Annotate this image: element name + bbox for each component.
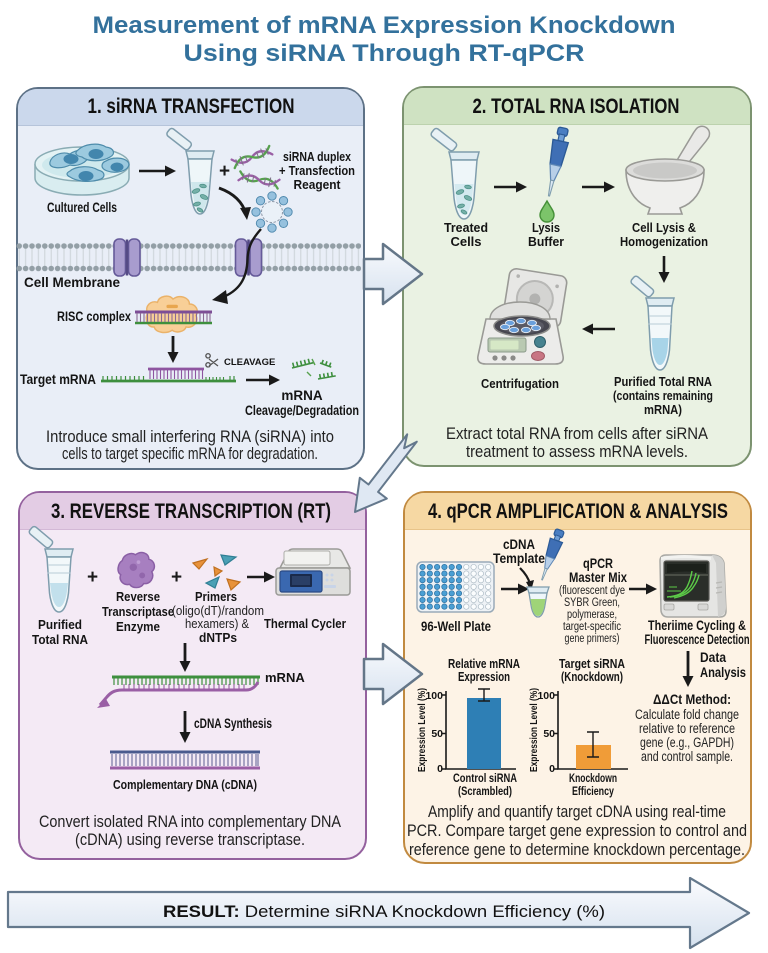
svg-text:Analysis: Analysis bbox=[700, 665, 746, 680]
svg-text:+ Transfection: + Transfection bbox=[279, 163, 355, 178]
svg-text:Convert isolated RNA into comp: Convert isolated RNA into complementary … bbox=[39, 812, 342, 831]
svg-text:Treated: Treated bbox=[444, 220, 488, 235]
svg-text:dNTPs: dNTPs bbox=[199, 630, 237, 645]
svg-text:(contains remaining: (contains remaining bbox=[613, 388, 713, 403]
svg-text:hexamers) &: hexamers) & bbox=[185, 617, 250, 631]
svg-text:Target mRNA: Target mRNA bbox=[20, 372, 96, 387]
svg-text:reference gene to determine kn: reference gene to determine knockdown pe… bbox=[409, 840, 745, 859]
svg-text:Enzyme: Enzyme bbox=[116, 619, 160, 634]
svg-text:PCR. Compare target gene expre: PCR. Compare target gene expression to c… bbox=[407, 821, 747, 840]
svg-text:gene primers): gene primers) bbox=[565, 633, 620, 645]
svg-text:Template: Template bbox=[493, 551, 545, 566]
svg-text:treatment to assess mRNA level: treatment to assess mRNA levels. bbox=[466, 442, 688, 461]
svg-text:Relative mRNA: Relative mRNA bbox=[448, 656, 520, 671]
svg-text:+: + bbox=[87, 567, 98, 588]
svg-text:96-Well Plate: 96-Well Plate bbox=[421, 619, 491, 634]
svg-text:100: 100 bbox=[425, 690, 443, 702]
svg-text:Transcriptase: Transcriptase bbox=[102, 604, 174, 619]
svg-text:Fluorescence Detection: Fluorescence Detection bbox=[645, 632, 750, 647]
svg-text:1. siRNA TRANSFECTION: 1. siRNA TRANSFECTION bbox=[88, 95, 295, 118]
svg-text:50: 50 bbox=[431, 728, 443, 740]
svg-text:relative to reference: relative to reference bbox=[639, 721, 735, 736]
svg-text:Expression Level (%): Expression Level (%) bbox=[417, 688, 428, 772]
svg-text:(Scrambled): (Scrambled) bbox=[458, 784, 512, 798]
svg-text:cells to target specific mRNA: cells to target specific mRNA for degrad… bbox=[62, 444, 318, 463]
svg-text:(Knockdown): (Knockdown) bbox=[561, 669, 623, 684]
svg-text:qPCR: qPCR bbox=[583, 556, 613, 571]
svg-text:Expression Level (%): Expression Level (%) bbox=[529, 688, 540, 772]
svg-text:0: 0 bbox=[549, 763, 555, 775]
svg-text:0: 0 bbox=[437, 763, 443, 775]
svg-text:Theriime Cycling &: Theriime Cycling & bbox=[648, 618, 746, 633]
svg-text:Reverse: Reverse bbox=[116, 589, 160, 604]
svg-text:Complementary DNA (cDNA): Complementary DNA (cDNA) bbox=[113, 777, 257, 792]
svg-text:RESULT: Determine siRNA Knockd: RESULT: Determine siRNA Knockdown Effici… bbox=[163, 902, 605, 921]
svg-text:100: 100 bbox=[537, 690, 555, 702]
svg-text:Calculate fold change: Calculate fold change bbox=[635, 707, 739, 722]
svg-text:and control sample.: and control sample. bbox=[641, 749, 733, 764]
svg-text:siRNA duplex: siRNA duplex bbox=[283, 149, 352, 164]
svg-text:Target siRNA: Target siRNA bbox=[559, 656, 625, 671]
svg-text:Data: Data bbox=[700, 650, 726, 665]
svg-text:Knockdown: Knockdown bbox=[569, 771, 617, 785]
svg-text:Homogenization: Homogenization bbox=[620, 234, 708, 249]
svg-text:(oligo(dT)/random: (oligo(dT)/random bbox=[172, 604, 264, 618]
svg-text:Buffer: Buffer bbox=[528, 234, 564, 249]
svg-text:Extract total RNA from cells a: Extract total RNA from cells after siRNA bbox=[446, 424, 709, 443]
svg-text:RISC complex: RISC complex bbox=[57, 309, 131, 324]
svg-text:3. REVERSE TRANSCRIPTION (RT): 3. REVERSE TRANSCRIPTION (RT) bbox=[51, 500, 331, 523]
svg-text:Purified: Purified bbox=[38, 617, 82, 632]
svg-text:4. qPCR AMPLIFICATION & ANALYS: 4. qPCR AMPLIFICATION & ANALYSIS bbox=[428, 500, 728, 523]
svg-text:Measurement of mRNA Expression: Measurement of mRNA Expression Knockdown bbox=[93, 12, 676, 39]
svg-text:Expression: Expression bbox=[458, 669, 510, 684]
svg-text:Introduce small interfering RN: Introduce small interfering RNA (siRNA) … bbox=[46, 427, 334, 446]
svg-text:Cell Lysis &: Cell Lysis & bbox=[632, 220, 696, 235]
svg-text:Cells: Cells bbox=[450, 234, 481, 249]
svg-text:Purified Total RNA: Purified Total RNA bbox=[614, 374, 713, 389]
svg-text:Cleavage/Degradation: Cleavage/Degradation bbox=[245, 403, 359, 418]
svg-text:ΔΔCt Method:: ΔΔCt Method: bbox=[653, 692, 731, 707]
svg-text:Primers: Primers bbox=[195, 589, 237, 604]
svg-text:cDNA Synthesis: cDNA Synthesis bbox=[194, 716, 272, 731]
svg-text:CLEAVAGE: CLEAVAGE bbox=[224, 357, 275, 368]
svg-text:Efficiency: Efficiency bbox=[572, 784, 614, 798]
svg-text:(fluorescent dye: (fluorescent dye bbox=[559, 585, 625, 597]
svg-text:50: 50 bbox=[543, 728, 555, 740]
svg-text:Reagent: Reagent bbox=[294, 177, 342, 192]
svg-text:(cDNA) using reverse transcrip: (cDNA) using reverse transcriptase. bbox=[75, 830, 305, 849]
svg-text:Control siRNA: Control siRNA bbox=[453, 771, 517, 785]
svg-text:Master Mix: Master Mix bbox=[569, 570, 627, 585]
svg-text:Centrifugation: Centrifugation bbox=[481, 376, 559, 391]
svg-text:Lysis: Lysis bbox=[532, 220, 560, 235]
svg-text:Cultured Cells: Cultured Cells bbox=[47, 200, 117, 215]
svg-text:+: + bbox=[219, 161, 230, 182]
svg-text:mRNA): mRNA) bbox=[644, 402, 682, 417]
svg-text:Cell Membrane: Cell Membrane bbox=[24, 275, 121, 290]
svg-text:2. TOTAL RNA ISOLATION: 2. TOTAL RNA ISOLATION bbox=[473, 95, 680, 118]
svg-text:SYBR Green,: SYBR Green, bbox=[564, 597, 620, 609]
svg-text:mRNA: mRNA bbox=[281, 388, 323, 403]
svg-text:Amplify and quantify target cD: Amplify and quantify target cDNA using r… bbox=[428, 802, 726, 821]
svg-text:+: + bbox=[171, 567, 182, 588]
svg-text:gene (e.g., GAPDH): gene (e.g., GAPDH) bbox=[640, 735, 734, 750]
svg-text:Thermal Cycler: Thermal Cycler bbox=[264, 616, 346, 631]
svg-text:target-specific: target-specific bbox=[563, 621, 621, 633]
svg-text:Using siRNA Through RT-qPCR: Using siRNA Through RT-qPCR bbox=[184, 40, 585, 67]
svg-text:mRNA: mRNA bbox=[265, 670, 305, 685]
svg-text:Total RNA: Total RNA bbox=[32, 632, 89, 647]
svg-text:cDNA: cDNA bbox=[503, 537, 535, 552]
svg-text:polymerase,: polymerase, bbox=[567, 609, 617, 621]
